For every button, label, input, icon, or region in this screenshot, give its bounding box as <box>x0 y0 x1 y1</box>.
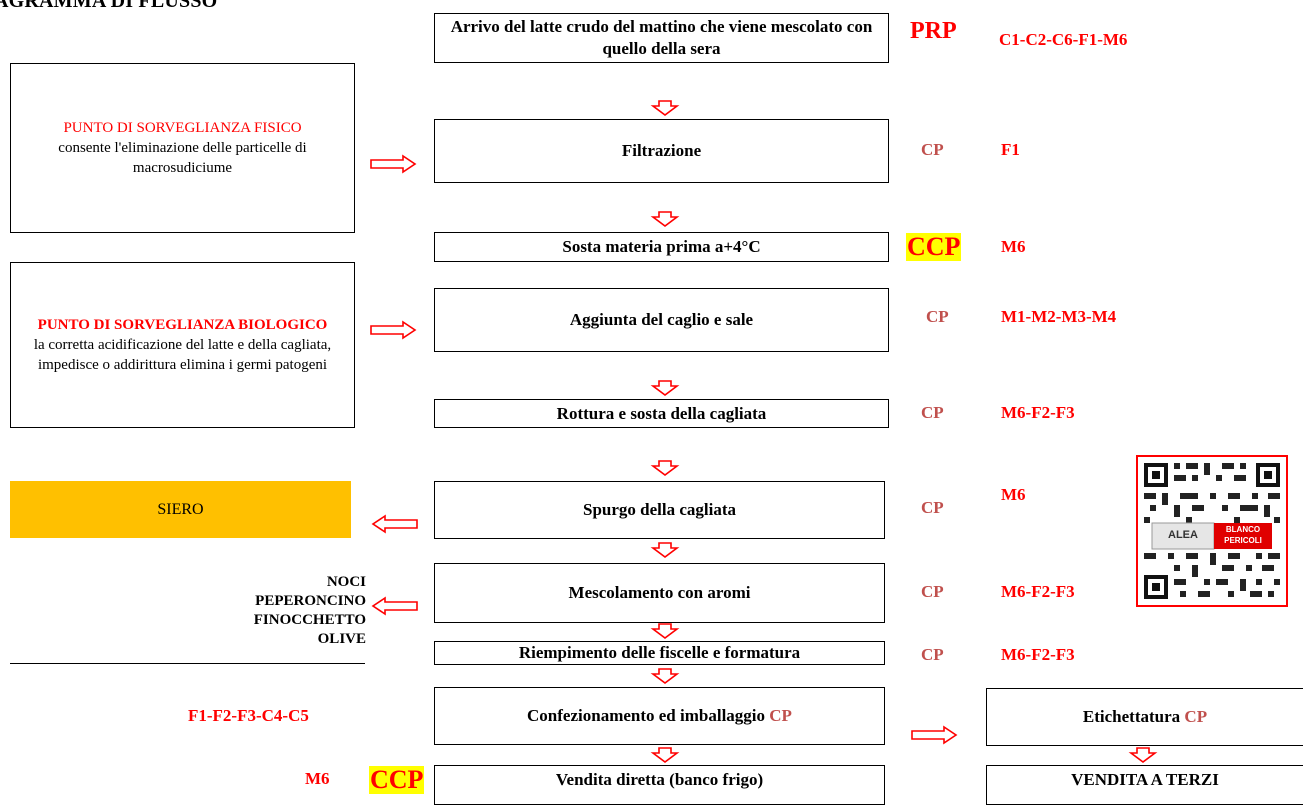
class-riempimento: CP <box>921 645 944 664</box>
arrow-right-icon <box>370 320 417 340</box>
vendita-terzi-box: VENDITA A TERZI <box>986 765 1303 805</box>
class-mescolamento: CP <box>921 582 944 601</box>
step-confezionamento-class: CP <box>769 706 792 725</box>
siero-label: SIERO <box>157 500 204 518</box>
arrow-right-icon <box>911 725 958 745</box>
aroma-item: NOCI <box>326 574 366 590</box>
class-prp: PRP <box>910 18 957 44</box>
codes-confezionamento: F1-F2-F3-C4-C5 <box>188 706 309 725</box>
note-fisico-text: consente l'eliminazione delle particelle… <box>58 140 307 176</box>
arrow-right-icon <box>370 154 417 174</box>
qr-code-icon <box>1138 457 1286 605</box>
codes-sosta: M6 <box>1001 237 1026 256</box>
arrow-down-icon <box>650 211 680 227</box>
step-filtrazione: Filtrazione <box>434 119 889 183</box>
codes-mescolamento: M6-F2-F3 <box>1001 582 1075 601</box>
class-rottura: CP <box>921 403 944 422</box>
step-mescolamento-aromi: Mescolamento con aromi <box>434 563 885 623</box>
arrow-down-icon <box>650 623 680 639</box>
vendita-terzi-label: VENDITA A TERZI <box>1071 770 1219 789</box>
qr-code-badge: ALEA BLANCO PERICOLI <box>1136 455 1288 607</box>
step-arrivo-latte-label: Arrivo del latte crudo del mattino che v… <box>450 17 873 58</box>
step-mescolamento-aromi-label: Mescolamento con aromi <box>568 583 751 602</box>
arrow-down-icon <box>1128 747 1158 763</box>
note-bio-title: PUNTO DI SORVEGLIANZA BIOLOGICO <box>37 317 328 333</box>
codes-vendita: M6 <box>305 769 330 788</box>
note-fisico-title: PUNTO DI SORVEGLIANZA FISICO <box>63 120 302 136</box>
step-arrivo-latte: Arrivo del latte crudo del mattino che v… <box>434 13 889 63</box>
step-rottura-cagliata: Rottura e sosta della cagliata <box>434 399 889 428</box>
step-riempimento-fiscelle-label: Riempimento delle fiscelle e formatura <box>518 643 801 662</box>
qr-tag-text: BLANCO PERICOLI <box>1224 525 1262 545</box>
etichettatura-box: Etichettatura CP <box>986 688 1303 746</box>
step-vendita-diretta: Vendita diretta (banco frigo) <box>434 765 885 805</box>
step-rottura-cagliata-label: Rottura e sosta della cagliata <box>556 403 767 423</box>
qr-logo-text: ALEA <box>1168 529 1198 541</box>
class-ccp-vendita: CCP <box>369 765 425 794</box>
note-sorveglianza-fisico: PUNTO DI SORVEGLIANZA FISICO consente l'… <box>10 63 355 233</box>
arrow-down-icon <box>650 747 680 763</box>
step-aggiunta-caglio: Aggiunta del caglio e sale <box>434 288 889 352</box>
codes-arrivo: C1-C2-C6-F1-M6 <box>999 30 1128 49</box>
step-sosta-materia: Sosta materia prima a+4°C <box>434 232 889 262</box>
arrow-left-icon <box>371 596 418 616</box>
arrow-down-icon <box>650 100 680 116</box>
etichettatura-label: Etichettatura <box>1082 707 1181 726</box>
step-vendita-diretta-label: Vendita diretta (banco frigo) <box>555 770 764 789</box>
arrow-left-icon <box>371 514 418 534</box>
step-filtrazione-label: Filtrazione <box>621 141 702 160</box>
step-riempimento-fiscelle: Riempimento delle fiscelle e formatura <box>434 641 885 665</box>
class-aggiunta: CP <box>926 307 949 326</box>
aroma-item: OLIVE <box>317 631 366 647</box>
siero-box: SIERO <box>10 481 351 538</box>
aroma-item: FINOCCHETTO <box>253 612 366 628</box>
step-spurgo-cagliata: Spurgo della cagliata <box>434 481 885 539</box>
note-sorveglianza-biologico: PUNTO DI SORVEGLIANZA BIOLOGICO la corre… <box>10 262 355 428</box>
arrow-down-icon <box>650 380 680 396</box>
class-filtrazione: CP <box>921 140 944 159</box>
note-bio-text: la corretta acidificazione del latte e d… <box>33 337 332 373</box>
arrow-down-icon <box>650 460 680 476</box>
codes-rottura: M6-F2-F3 <box>1001 403 1075 422</box>
arrow-down-icon <box>650 668 680 684</box>
codes-filtrazione: F1 <box>1001 140 1020 159</box>
codes-spurgo: M6 <box>1001 485 1026 504</box>
class-ccp-sosta: CCP <box>906 232 962 261</box>
class-spurgo: CP <box>921 498 944 517</box>
page-title: AGRAMMA DI FLUSSO <box>0 0 218 12</box>
step-confezionamento: Confezionamento ed imballaggio CP <box>434 687 885 745</box>
step-spurgo-cagliata-label: Spurgo della cagliata <box>582 500 736 519</box>
step-sosta-materia-label: Sosta materia prima a+4°C <box>562 237 761 256</box>
arrow-down-icon <box>650 542 680 558</box>
etichettatura-class: CP <box>1184 707 1208 726</box>
aroma-item: PEPERONCINO <box>255 593 366 609</box>
aromi-divider <box>10 663 365 664</box>
codes-aggiunta: M1-M2-M3-M4 <box>1001 307 1117 326</box>
step-confezionamento-label: Confezionamento ed imballaggio <box>527 706 766 725</box>
step-aggiunta-caglio-label: Aggiunta del caglio e sale <box>569 310 754 329</box>
codes-riempimento: M6-F2-F3 <box>1001 645 1075 664</box>
aromi-list: NOCI PEPERONCINO FINOCCHETTO OLIVE <box>200 573 366 649</box>
